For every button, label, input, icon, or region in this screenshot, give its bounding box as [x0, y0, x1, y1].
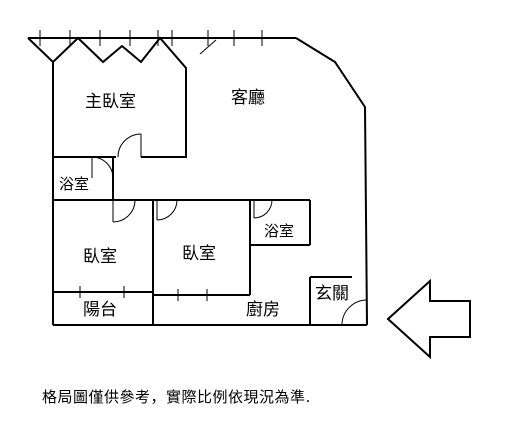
top-window: [39, 30, 263, 46]
room-label-bath-2: 浴室: [264, 222, 294, 240]
living-room-top-door: [199, 39, 217, 55]
bedroom-2-window: [177, 289, 208, 301]
master-bedroom-walls: [27, 36, 187, 158]
room-label-bedroom-1: 臥室: [83, 247, 117, 267]
room-label-bath-1: 浴室: [59, 175, 89, 193]
room-label-entrance: 玄關: [315, 284, 349, 304]
master-bedroom-door: [117, 133, 142, 158]
bedroom-2-door: [156, 199, 178, 221]
room-label-balcony: 陽台: [83, 300, 117, 320]
left-arrow-icon: [386, 278, 471, 360]
room-label-bedroom-2: 臥室: [182, 244, 216, 264]
bath-1-walls: [53, 157, 114, 201]
outer-walls: [28, 37, 368, 326]
room-label-living-room: 客廳: [231, 88, 265, 108]
entrance-door: [341, 299, 368, 326]
bedroom-1-door: [112, 199, 136, 223]
bath-1-door: [91, 156, 114, 179]
bath-2-door: [253, 199, 273, 219]
room-label-master-bedroom: 主臥室: [85, 92, 136, 112]
bath-2-walls: [250, 200, 311, 246]
entrance-walls: [309, 276, 352, 325]
balcony-window: [79, 286, 125, 298]
room-label-kitchen: 廚房: [246, 299, 280, 320]
disclaimer-text: 格局圖僅供參考，實際比例依現況為準.: [42, 388, 311, 406]
